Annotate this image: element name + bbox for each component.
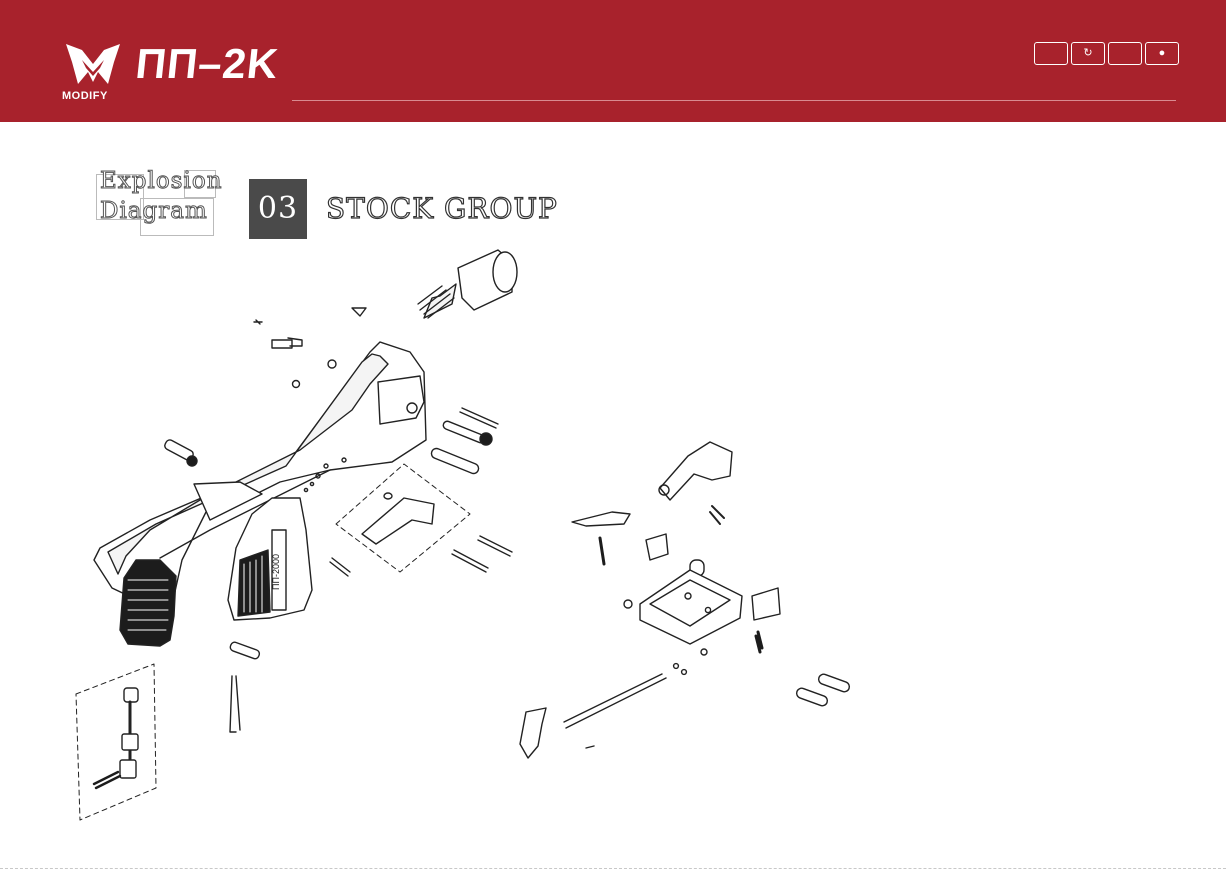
- brand-logo: ПП–2K MODIFY: [60, 38, 300, 108]
- control-button-1[interactable]: [1034, 42, 1068, 65]
- bottom-divider: [0, 868, 1226, 869]
- dot-button[interactable]: ●: [1145, 42, 1179, 65]
- rotate-icon: ↻: [1072, 43, 1104, 64]
- dot-icon: ●: [1146, 43, 1178, 64]
- rotate-button[interactable]: ↻: [1071, 42, 1105, 65]
- brand-name: ПП–2K: [133, 40, 280, 88]
- right-pins: [430, 408, 512, 572]
- brand-subtitle: MODIFY: [62, 90, 108, 102]
- control-button-3[interactable]: [1108, 42, 1142, 65]
- exploded-diagram: ПП-2000: [0, 122, 1226, 874]
- trigger-group: [520, 442, 851, 758]
- blank-icon: [1109, 43, 1141, 64]
- rear-grip: [120, 560, 176, 646]
- trigger-detail-box: [336, 464, 470, 572]
- selector-detail-box: [76, 664, 156, 820]
- top-small-parts: [254, 250, 517, 348]
- front-grip: ПП-2000: [228, 498, 312, 620]
- header-bar: ПП–2K MODIFY ↻ ●: [0, 0, 1226, 122]
- left-pin: [163, 439, 197, 466]
- view-controls: ↻ ●: [1034, 42, 1179, 65]
- blank-icon: [1035, 43, 1067, 64]
- modify-logo-icon: [64, 42, 122, 88]
- grip-marking: ПП-2000: [271, 554, 281, 590]
- header-divider: [292, 100, 1176, 101]
